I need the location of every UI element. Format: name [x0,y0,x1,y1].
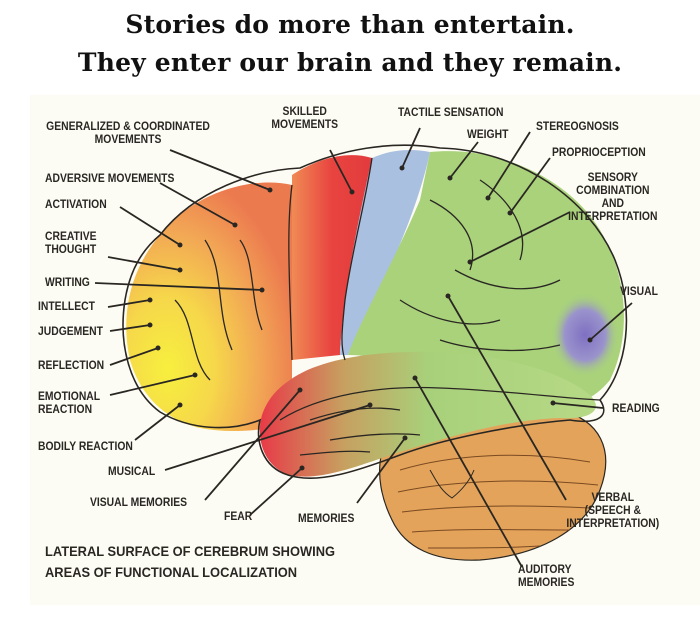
sulci [174,157,601,456]
leader-lines [94,127,633,568]
leader-dots [147,165,593,471]
label-auditory-line2: MEMORIES [518,577,575,589]
label-verbal-line1: VERBAL [591,492,635,504]
label-musical: MUSICAL [108,466,156,478]
cerebellum [379,406,607,561]
label-activation: ACTIVATION [45,199,107,211]
label-tactile-sensation: TACTILE SENSATION [398,107,504,119]
headline-line-2: They enter our brain and they remain. [77,48,623,77]
label-reading: READING [612,403,660,415]
label-reflection: REFLECTION [38,360,105,372]
label-memories: MEMORIES [298,513,355,525]
label-generalized-coordinated-movements: GENERALIZED & COORDINATED MOVEMENTS [38,121,218,147]
caption-line1: LATERAL SURFACE OF CEREBRUM SHOWING [45,543,336,559]
label-weight: WEIGHT [467,129,509,141]
label-emotional-line2: REACTION [38,404,93,416]
label-sensory-line4: INTERPRETATION [568,211,658,223]
sensory-strip [340,150,430,355]
label-visual-memories: VISUAL MEMORIES [90,497,188,509]
label-auditory-memories: AUDITORY MEMORIES [518,564,574,590]
label-judgement: JUDGEMENT [38,326,103,338]
label-sensory-line2: COMBINATION [576,185,650,197]
label-emotional-reaction: EMOTIONAL REACTION [38,391,100,417]
label-visual: VISUAL [620,286,658,298]
label-generalized-line2: MOVEMENTS [94,134,162,146]
label-creative-line2: THOUGHT [45,244,97,256]
visual-area [551,293,619,377]
brain-outline [122,144,628,479]
label-adversive-movements: ADVERSIVE MOVEMENTS [45,173,175,185]
frontal-lobe [126,182,292,432]
label-fear: FEAR [224,511,253,523]
diagram-caption: LATERAL SURFACE OF CEREBRUM SHOWING AREA… [45,541,335,583]
label-creative-thought: CREATIVE THOUGHT [45,231,97,257]
label-sensory-line1: SENSORY [587,172,638,184]
label-intellect: INTELLECT [38,301,95,313]
label-creative-line1: CREATIVE [45,231,97,243]
label-sensory-line3: AND [601,198,625,210]
label-generalized-line1: GENERALIZED & COORDINATED [46,121,210,133]
label-stereognosis: STEREOGNOSIS [536,121,619,133]
caption-line2: AREAS OF FUNCTIONAL LOCALIZATION [45,564,298,580]
label-auditory-line1: AUDITORY [518,564,572,576]
label-sensory-combination: SENSORY COMBINATION AND INTERPRETATION [566,172,660,224]
label-emotional-line1: EMOTIONAL [38,391,101,403]
label-skilled-movements: SKILLED MOVEMENTS [266,106,343,132]
label-verbal-line2: (SPEECH & [584,505,641,517]
label-verbal-line3: INTERPRETATION) [566,518,660,530]
temporal-lobe [259,351,596,477]
label-proprioception: PROPRIOCEPTION [552,147,646,159]
label-bodily-reaction: BODILY REACTION [38,441,133,453]
label-verbal: VERBAL (SPEECH & INTERPRETATION) [566,492,660,531]
label-writing: WRITING [45,277,90,289]
motor-strip [292,155,372,360]
label-skilled-line1: SKILLED [282,106,327,118]
label-skilled-line2: MOVEMENTS [271,119,339,131]
headline-line-1: Stories do more than entertain. [125,10,575,39]
